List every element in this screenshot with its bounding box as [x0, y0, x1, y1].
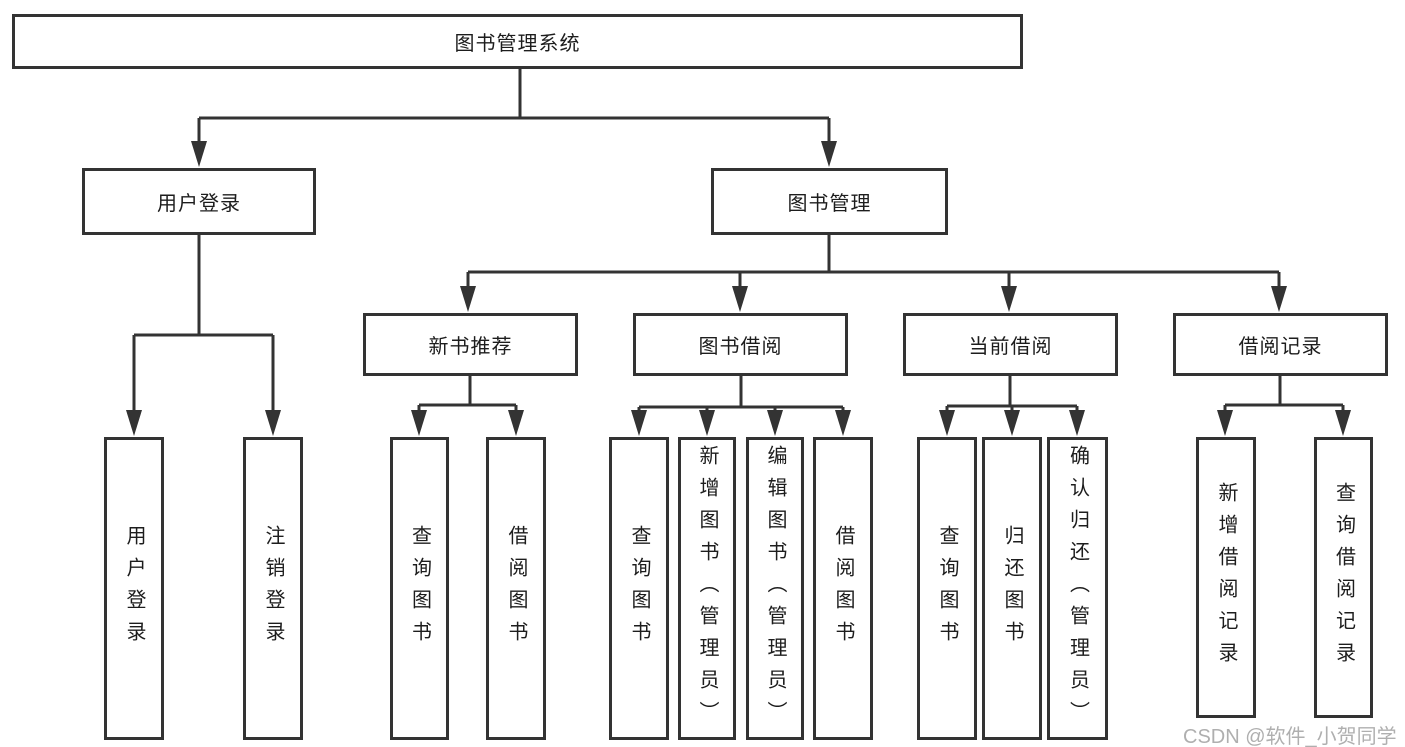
- arrow-down-icon: [699, 410, 715, 436]
- leaf-cb-confirm-return-label: 确认归还（管理员）: [1066, 444, 1089, 733]
- leaf-logout: 注销登录: [243, 437, 303, 740]
- arrow-down-icon: [1271, 286, 1287, 312]
- leaf-nb-query-books-label: 查询图书: [408, 524, 431, 653]
- arrow-down-icon: [411, 410, 427, 436]
- leaf-bb-edit-books-label: 编辑图书（管理员）: [764, 444, 786, 733]
- leaf-nb-query-books: 查询图书: [390, 437, 449, 740]
- leaf-bb-borrow-books-label: 借阅图书: [832, 524, 854, 653]
- node-borrow-records-label: 借阅记录: [1238, 336, 1323, 358]
- arrow-down-icon: [767, 410, 783, 436]
- watermark: CSDN @软件_小贺同学: [1183, 726, 1397, 747]
- arrow-down-icon: [1069, 410, 1085, 436]
- leaf-nb-borrow-books: 借阅图书: [486, 437, 546, 740]
- leaf-cb-return-books: 归还图书: [982, 437, 1042, 740]
- leaf-br-query-record-label: 查询借阅记录: [1332, 481, 1355, 674]
- node-book-mgmt: 图书管理: [711, 168, 948, 235]
- arrow-down-icon: [631, 410, 647, 436]
- leaf-cb-query-books-label: 查询图书: [936, 524, 958, 653]
- connector-book-borrow: [631, 376, 851, 436]
- connector-root: [191, 68, 837, 167]
- node-current-borrow: 当前借阅: [903, 313, 1118, 376]
- connector-borrow-records: [1217, 376, 1351, 436]
- node-book-mgmt-label: 图书管理: [787, 193, 872, 215]
- arrow-down-icon: [1001, 286, 1017, 312]
- node-borrow-records: 借阅记录: [1173, 313, 1388, 376]
- arrow-down-icon: [732, 286, 748, 312]
- leaf-bb-edit-books: 编辑图书（管理员）: [746, 437, 804, 740]
- connector-user-login: [126, 235, 281, 436]
- node-user-login-label: 用户登录: [157, 193, 241, 215]
- arrow-down-icon: [460, 286, 476, 312]
- connector-new-books: [411, 376, 524, 436]
- leaf-cb-return-books-label: 归还图书: [1001, 524, 1023, 653]
- connector-book-mgmt: [460, 235, 1287, 312]
- arrow-down-icon: [265, 410, 281, 436]
- leaf-br-add-record-label: 新增借阅记录: [1215, 481, 1237, 674]
- leaf-nb-borrow-books-label: 借阅图书: [505, 524, 527, 653]
- arrow-down-icon: [1217, 410, 1233, 436]
- leaf-bb-add-books-label: 新增图书（管理员）: [696, 444, 718, 733]
- leaf-bb-query-books-label: 查询图书: [628, 524, 650, 653]
- leaf-br-query-record: 查询借阅记录: [1314, 437, 1373, 718]
- leaf-user-login: 用户登录: [104, 437, 164, 740]
- arrow-down-icon: [835, 410, 851, 436]
- node-root: 图书管理系统: [12, 14, 1023, 69]
- leaf-cb-confirm-return: 确认归还（管理员）: [1047, 437, 1108, 740]
- leaf-bb-borrow-books: 借阅图书: [813, 437, 873, 740]
- node-user-login: 用户登录: [82, 168, 316, 235]
- arrow-down-icon: [821, 141, 837, 167]
- connector-current-borrow: [939, 376, 1085, 436]
- leaf-cb-query-books: 查询图书: [917, 437, 977, 740]
- node-new-books-label: 新书推荐: [428, 336, 513, 358]
- node-book-borrow: 图书借阅: [633, 313, 848, 376]
- arrow-down-icon: [126, 410, 142, 436]
- leaf-br-add-record: 新增借阅记录: [1196, 437, 1256, 718]
- leaf-user-login-label: 用户登录: [123, 524, 145, 653]
- leaf-logout-label: 注销登录: [262, 524, 284, 653]
- arrow-down-icon: [1335, 410, 1351, 436]
- node-book-borrow-label: 图书借阅: [698, 336, 783, 358]
- arrow-down-icon: [508, 410, 524, 436]
- arrow-down-icon: [191, 141, 207, 167]
- leaf-bb-add-books: 新增图书（管理员）: [678, 437, 736, 740]
- node-new-books: 新书推荐: [363, 313, 578, 376]
- arrow-down-icon: [939, 410, 955, 436]
- arrow-down-icon: [1004, 410, 1020, 436]
- node-root-label: 图书管理系统: [454, 33, 581, 55]
- node-current-borrow-label: 当前借阅: [968, 336, 1053, 358]
- leaf-bb-query-books: 查询图书: [609, 437, 669, 740]
